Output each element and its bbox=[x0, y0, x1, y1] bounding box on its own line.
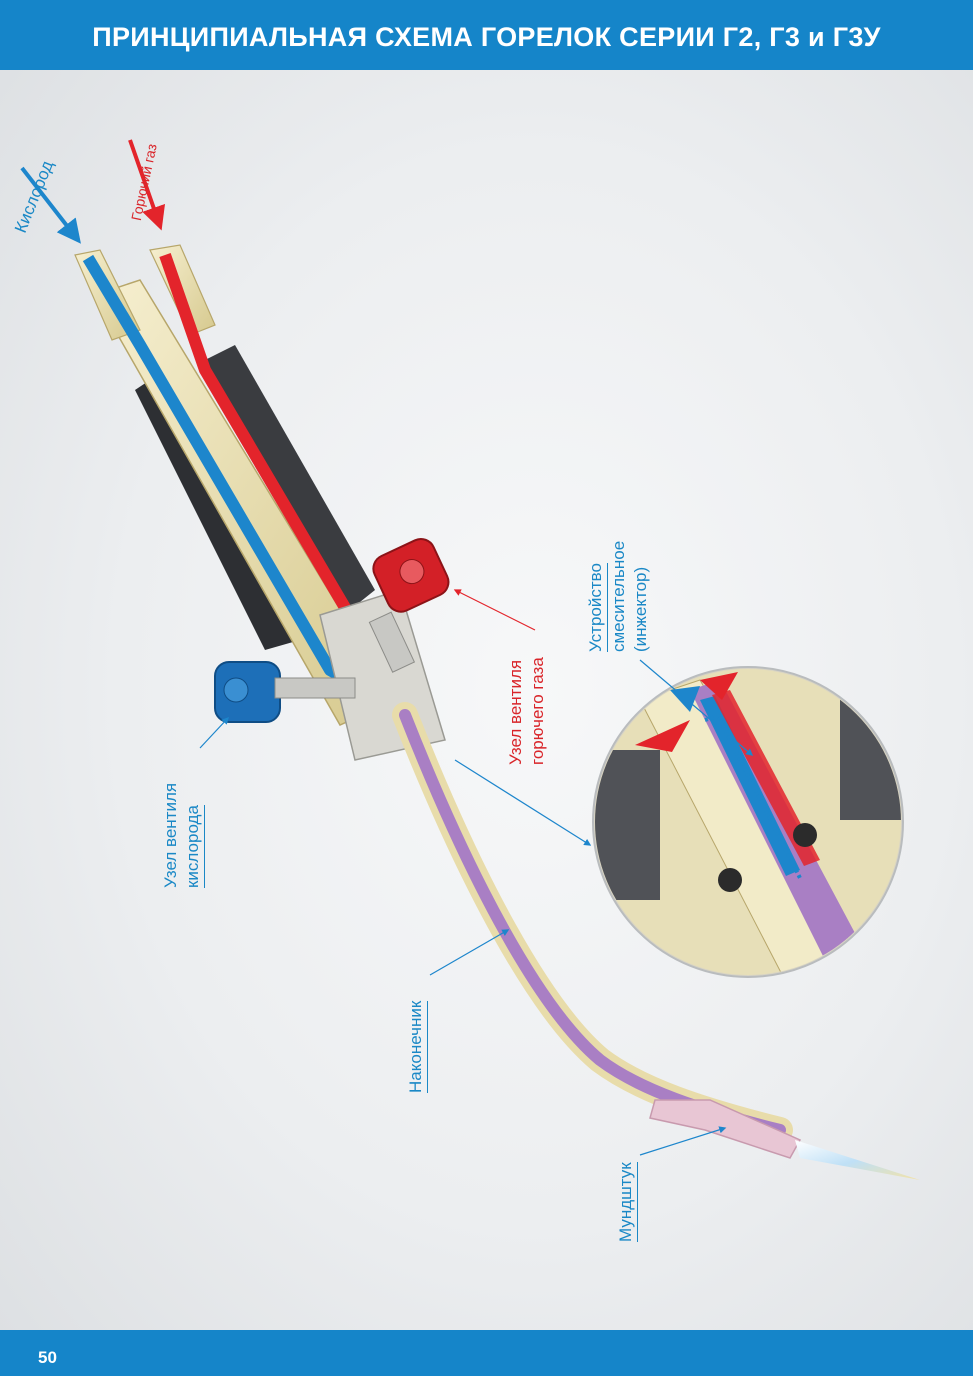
injector-zoom bbox=[592, 666, 904, 978]
flame bbox=[795, 1140, 920, 1180]
fuel-valve-label: Узел вентиля горючего газа bbox=[506, 657, 547, 765]
injector-zoom-leader bbox=[454, 759, 592, 846]
oxygen-valve-label: Узел вентиля кислорода bbox=[160, 783, 205, 888]
page-title: ПРИНЦИПИАЛЬНАЯ СХЕМА ГОРЕЛОК СЕРИИ Г2, Г… bbox=[92, 21, 881, 52]
mouthpiece-leader bbox=[639, 1126, 727, 1156]
tip-label: Наконечник bbox=[405, 1000, 428, 1093]
mouthpiece-label: Мундштук bbox=[615, 1162, 638, 1242]
page-footer bbox=[0, 1330, 973, 1376]
oxygen-valve-assembly bbox=[214, 661, 356, 723]
page-header: ПРИНЦИПИАЛЬНАЯ СХЕМА ГОРЕЛОК СЕРИИ Г2, Г… bbox=[0, 0, 973, 70]
fuel-gas-inlet-arrow bbox=[128, 139, 166, 231]
handle-front-tube bbox=[205, 345, 375, 610]
injector-leader bbox=[639, 659, 754, 756]
oxygen-inlet-arrow bbox=[20, 166, 81, 244]
fuel-valve-assembly bbox=[368, 538, 450, 673]
tip-leader bbox=[429, 929, 510, 976]
page-number: 50 bbox=[38, 1348, 57, 1367]
fuel-valve-leader bbox=[453, 589, 536, 631]
oxygen-valve-leader bbox=[199, 716, 229, 749]
injector-label: Устройство смесительное (инжектор) bbox=[585, 540, 650, 652]
